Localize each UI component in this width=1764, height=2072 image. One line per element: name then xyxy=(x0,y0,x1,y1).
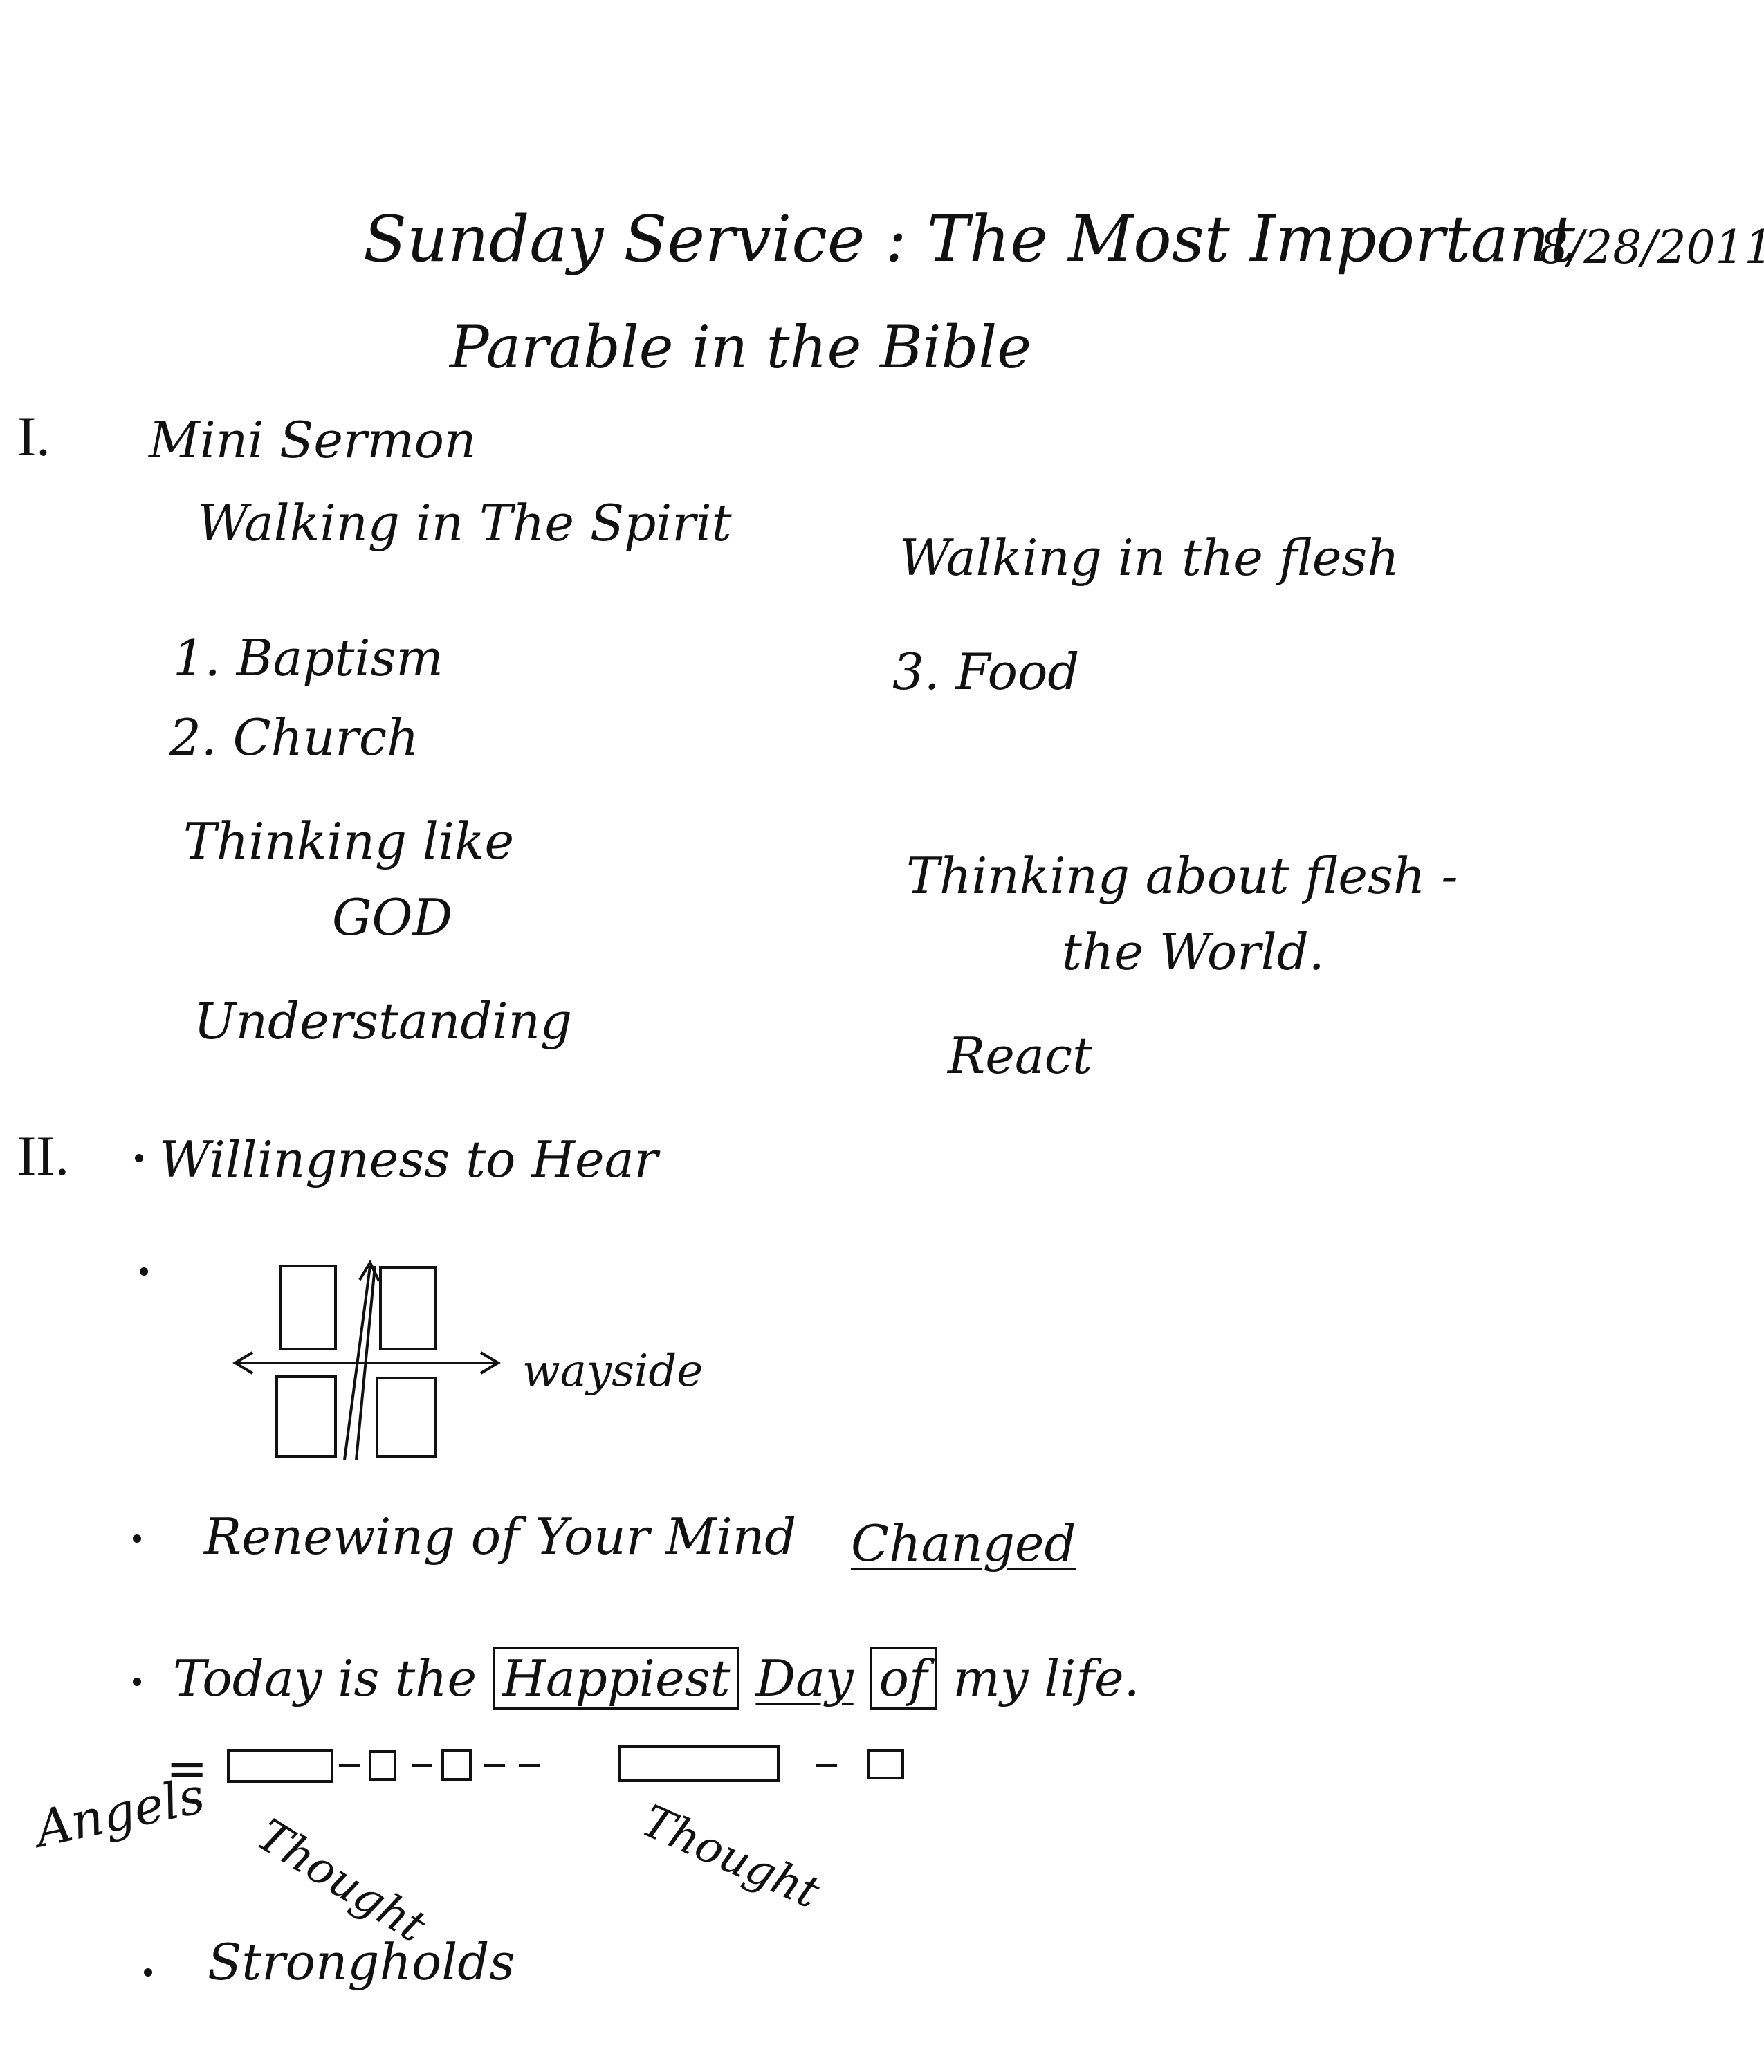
angels-equation-diagram xyxy=(227,1745,904,1783)
section-1-numeral: I. xyxy=(17,405,50,468)
bullet-dot xyxy=(133,1678,141,1686)
wayside-diagram xyxy=(232,1259,501,1460)
day-word: Day xyxy=(755,1649,854,1707)
bullet-dot xyxy=(144,1968,152,1977)
left-keyword: Understanding xyxy=(194,992,572,1050)
page-title: Sunday Service : The Most Important xyxy=(363,202,1575,276)
diagram-box-top-right xyxy=(379,1266,437,1350)
list-item-baptism: 1. Baptism xyxy=(173,629,443,687)
small-box-3 xyxy=(867,1749,904,1779)
thought-slot-1 xyxy=(227,1749,333,1783)
thought-label-1: Thought xyxy=(248,1809,434,1953)
right-keyword: React xyxy=(948,1027,1093,1085)
happiest-boxed: Happiest xyxy=(493,1647,740,1710)
bullet-dot xyxy=(140,1267,148,1276)
today-line: Today is the Happiest Day of my life. xyxy=(173,1647,1140,1710)
strongholds: Strongholds xyxy=(208,1933,515,1991)
thought-slot-2 xyxy=(618,1745,780,1782)
left-thinking-line-2: GOD xyxy=(332,888,453,946)
equals-sign: = xyxy=(166,1739,208,1797)
section-2-heading: Willingness to Hear xyxy=(159,1130,658,1189)
small-box-2 xyxy=(441,1749,472,1781)
list-item-church: 2. Church xyxy=(169,708,419,767)
left-thinking-line-1: Thinking like xyxy=(183,812,515,870)
small-box-1 xyxy=(369,1750,396,1781)
today-post: my life. xyxy=(953,1649,1140,1707)
right-thinking-line-1: Thinking about flesh - xyxy=(906,847,1458,905)
vertical-path xyxy=(343,1265,371,1460)
left-column-title: Walking in The Spirit xyxy=(197,494,732,552)
thought-label-2: Thought xyxy=(634,1795,827,1919)
of-boxed: of xyxy=(869,1647,937,1710)
today-pre: Today is the xyxy=(173,1649,477,1707)
date: 8/28/2011 xyxy=(1539,221,1764,274)
bullet-dot xyxy=(135,1154,143,1162)
section-2-numeral: II. xyxy=(17,1124,70,1187)
diagram-box-top-left xyxy=(279,1265,337,1350)
bullet-dot xyxy=(133,1534,141,1543)
changed-label: Changed xyxy=(851,1514,1076,1573)
right-column-title: Walking in the flesh xyxy=(899,529,1399,587)
diagram-box-bottom-right xyxy=(376,1377,437,1458)
right-thinking-line-2: the World. xyxy=(1062,923,1325,981)
diagram-box-bottom-left xyxy=(275,1375,337,1458)
diagram-label-wayside: wayside xyxy=(522,1346,704,1397)
page-title-line-2: Parable in the Bible xyxy=(450,313,1031,381)
bullet-renewing: Renewing of Your Mind xyxy=(204,1507,797,1566)
list-item-food: 3. Food xyxy=(892,643,1080,701)
section-1-heading: Mini Sermon xyxy=(149,411,477,469)
